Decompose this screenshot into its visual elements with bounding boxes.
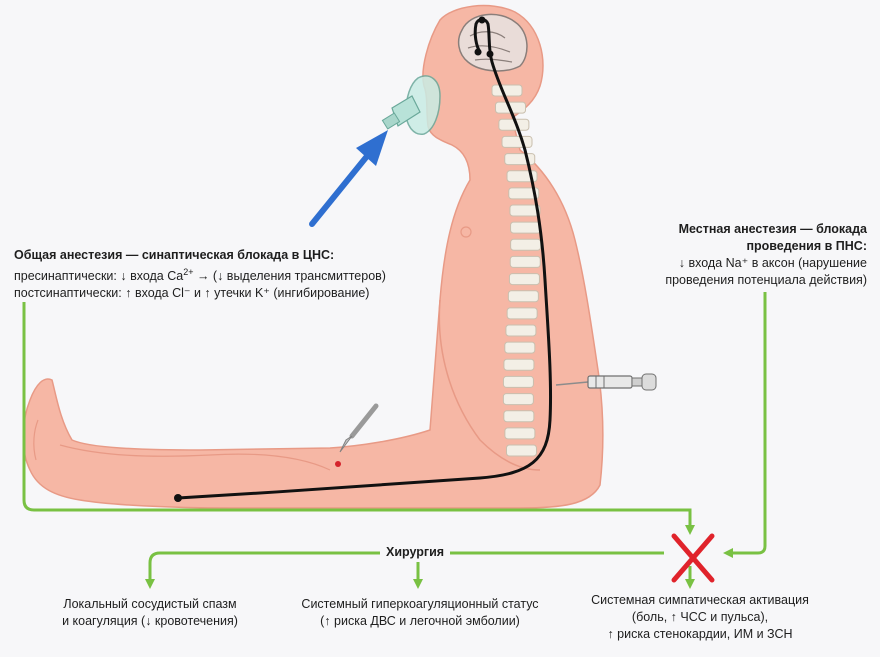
local-anesthesia-title-1: Местная анестезия — блокада xyxy=(678,222,867,236)
outcome-sympathetic-line-3: ↑ риска стенокардии, ИМ и ЗСН xyxy=(607,627,793,641)
postsynaptic-line: постсинаптически: ↑ входа Cl⁻ и ↑ утечки… xyxy=(14,286,370,301)
local-anesthesia-block: Местная анестезия — блокада проведения в… xyxy=(655,221,867,289)
vertebra xyxy=(505,444,537,457)
nerve-end-leg xyxy=(174,494,182,502)
anesthesia-mask-icon xyxy=(381,75,441,135)
foot-outline xyxy=(33,419,39,461)
incision-point xyxy=(335,461,341,467)
vertebra xyxy=(503,410,535,423)
arrow-general-to-block xyxy=(22,302,695,535)
vertebra xyxy=(507,290,539,303)
vertebra xyxy=(509,255,541,268)
outcome-systemic-line-2: (↑ риска ДВС и легочной эмболии) xyxy=(320,614,520,628)
vertebra xyxy=(508,187,540,200)
vertebra xyxy=(504,427,536,440)
outcome-sympathetic-line-2: (боль, ↑ ЧСС и пульса), xyxy=(631,610,769,624)
vertebra xyxy=(502,393,534,406)
navel xyxy=(460,226,472,238)
outcome-sympathetic-line-1: Системная симпатическая активация xyxy=(591,593,809,607)
vertebra xyxy=(509,204,541,217)
vertebra xyxy=(508,273,540,286)
syringe-icon xyxy=(555,373,657,391)
x-block-icon xyxy=(671,533,715,583)
vertebra xyxy=(505,324,537,337)
vertebra xyxy=(502,375,534,388)
outcome-systemic: Системный гиперкоагуляционный статус (↑ … xyxy=(270,596,570,630)
general-anesthesia-title: Общая анестезия — синаптическая блокада … xyxy=(14,248,335,262)
vertebra xyxy=(491,84,523,97)
arrow-local-to-block xyxy=(723,292,767,558)
vertebra xyxy=(504,153,536,166)
vertebra xyxy=(504,341,536,354)
human-body xyxy=(22,4,604,509)
local-anesthesia-title-2: проведения в ПНС: xyxy=(746,239,867,253)
general-anesthesia-block: Общая анестезия — синаптическая блокада … xyxy=(14,247,386,302)
body-silhouette xyxy=(22,4,604,509)
outcome-local: Локальный сосудистый спазм и коагуляция … xyxy=(20,596,280,630)
nerve-node-brain-3 xyxy=(486,50,494,58)
local-anesthesia-line-2: проведения потенциала действия) xyxy=(665,273,867,287)
outcome-systemic-line-1: Системный гиперкоагуляционный статус xyxy=(301,597,539,611)
nerve-node-brain-1 xyxy=(478,16,486,24)
scalpel-icon xyxy=(335,403,379,467)
arrow-surgery-left xyxy=(145,551,380,589)
nerve-pathway xyxy=(176,18,553,500)
local-anesthesia-line-1: ↓ входа Na⁺ в аксон (нарушение xyxy=(678,256,867,270)
nerve-node-brain-2 xyxy=(474,48,482,56)
leg-outline xyxy=(59,444,331,471)
flow-arrows xyxy=(22,292,767,589)
vertebra xyxy=(503,358,535,371)
outcome-local-line-2: и коагуляция (↓ кровотечения) xyxy=(62,614,238,628)
vertebra xyxy=(510,221,542,234)
surgery-label: Хирургия xyxy=(382,544,449,561)
blue-arrow-icon xyxy=(309,130,388,227)
presynaptic-line: пресинаптически: ↓ входа Ca2+ → (↓ выдел… xyxy=(14,267,386,284)
arm-outline xyxy=(438,299,541,471)
vertebra xyxy=(501,135,533,148)
vertebra xyxy=(506,307,538,320)
outcome-local-line-1: Локальный сосудистый спазм xyxy=(63,597,237,611)
vertebra xyxy=(510,238,542,251)
outcome-sympathetic: Системная симпатическая активация (боль,… xyxy=(570,592,830,643)
